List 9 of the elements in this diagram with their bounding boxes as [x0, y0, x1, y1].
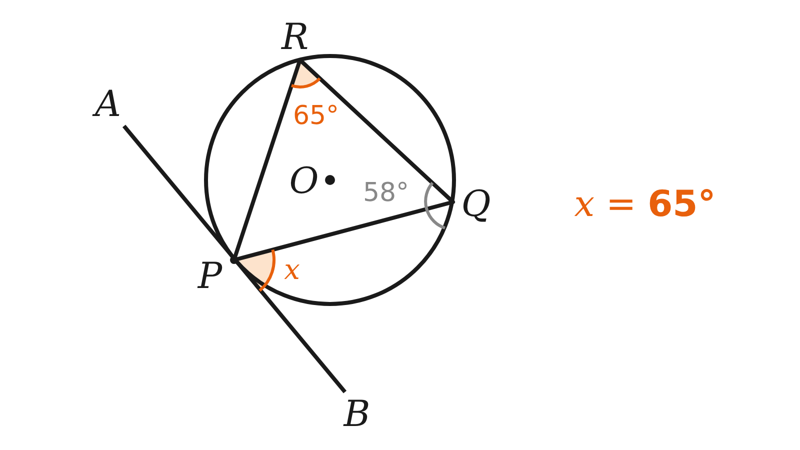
angle-label: 58°	[362, 180, 410, 206]
point-label: Q	[461, 187, 491, 223]
point-label: P	[198, 259, 222, 295]
angle-label: x	[284, 256, 300, 284]
point-label: B	[344, 397, 370, 433]
angle-label: 65°	[292, 103, 340, 129]
point-label: R	[281, 20, 309, 56]
answer-text: x = 65°	[574, 187, 716, 223]
centre-label: O	[289, 164, 319, 200]
